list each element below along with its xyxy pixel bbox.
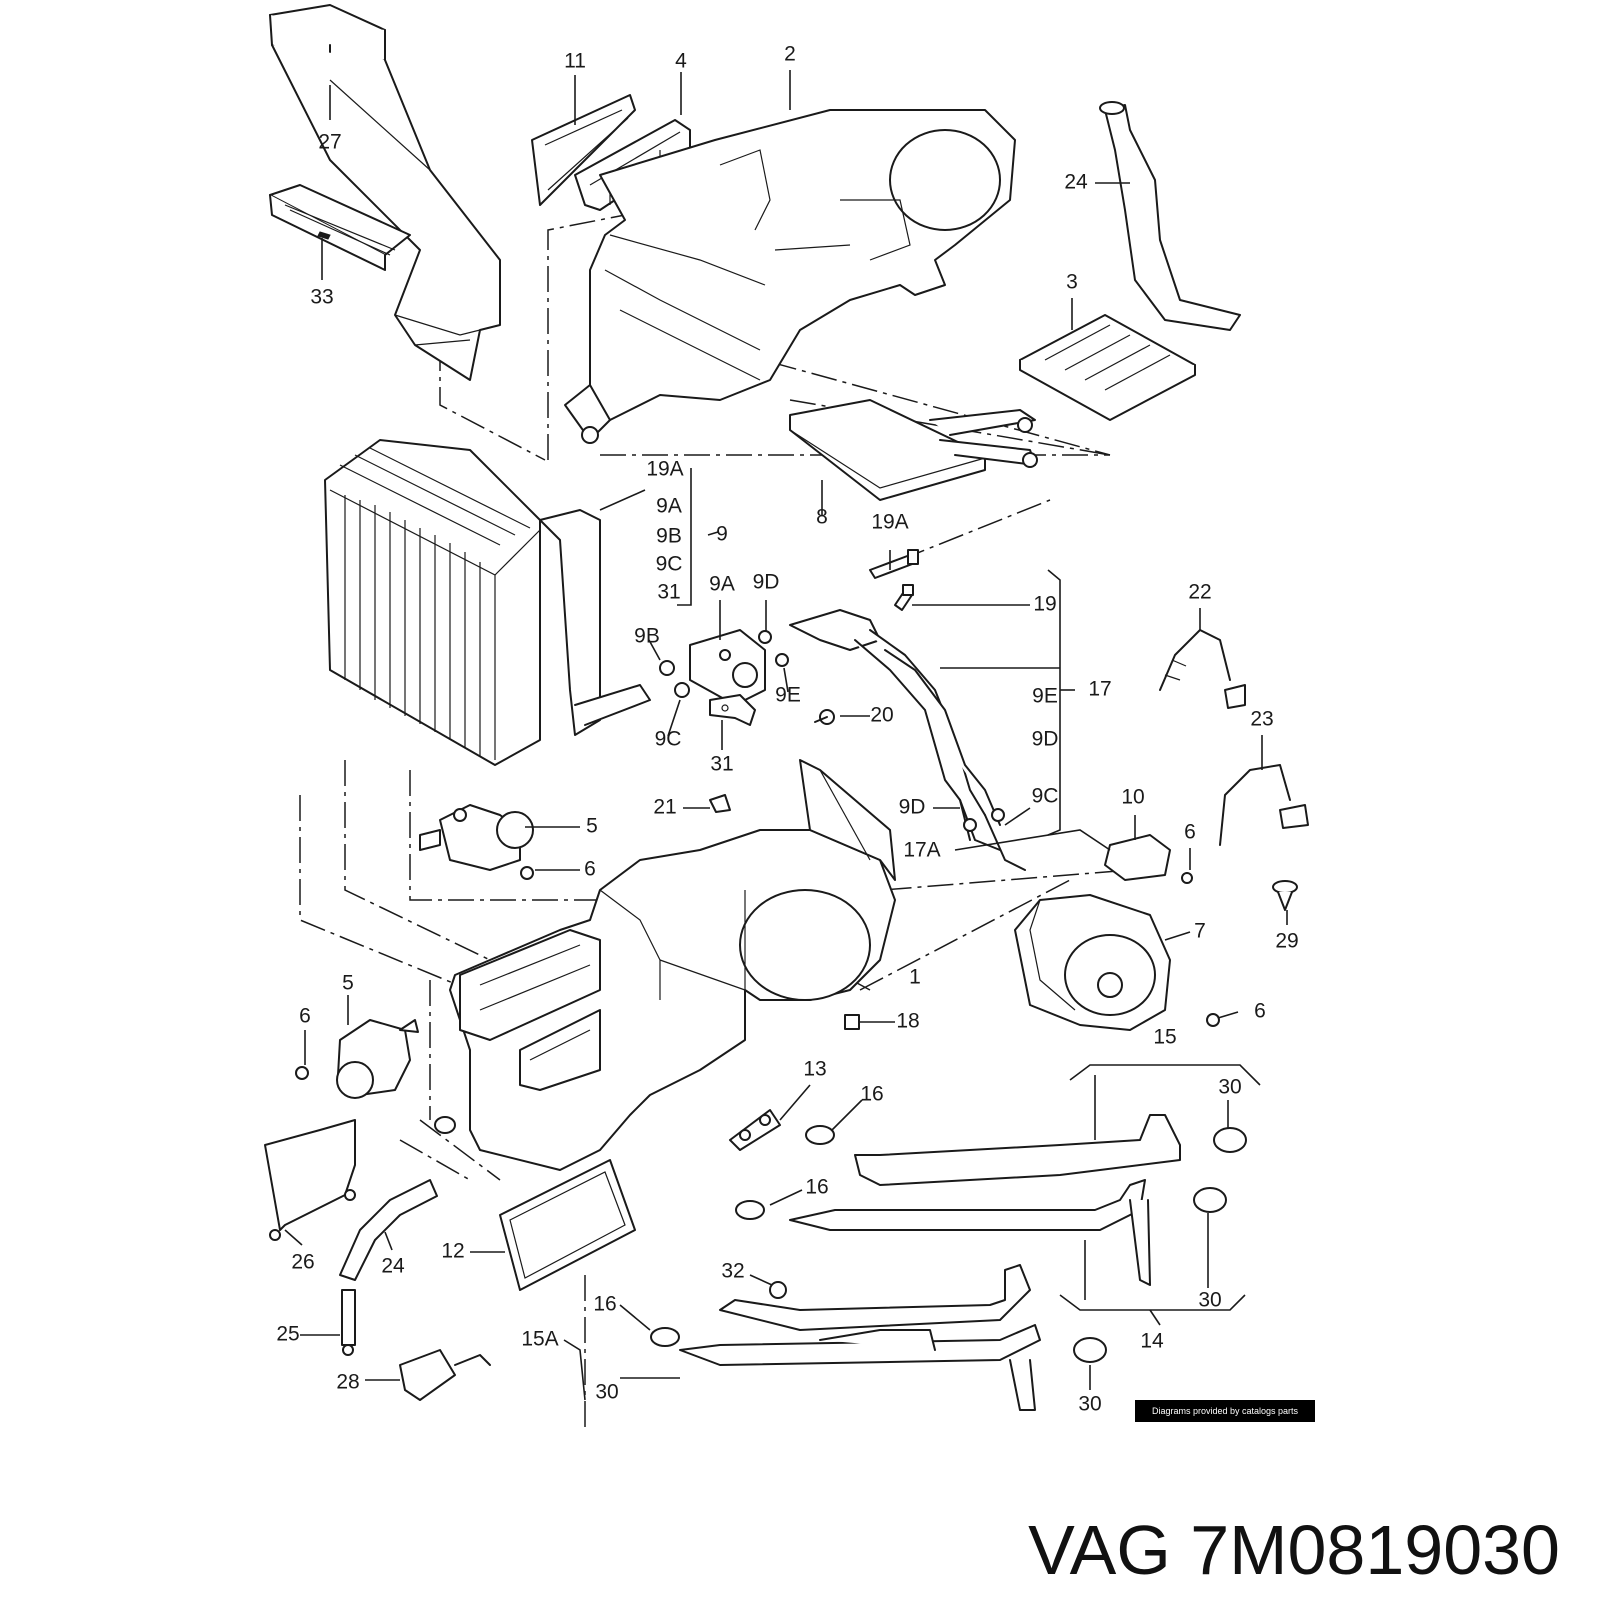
evaporator-fins bbox=[339, 447, 531, 756]
callout-9E: 9E bbox=[775, 684, 801, 707]
callout-9A-left: 9A bbox=[656, 495, 682, 518]
wiring-harness-b-part bbox=[1219, 764, 1309, 846]
callout-19A: 19A bbox=[871, 511, 908, 534]
callout-8: 8 bbox=[816, 506, 828, 529]
actuator-upper-part bbox=[419, 804, 534, 880]
top-drain-hose-part bbox=[1099, 101, 1241, 331]
callout-17: 17 bbox=[1088, 678, 1111, 701]
callout-27: 27 bbox=[318, 131, 341, 154]
clip-part bbox=[844, 1014, 860, 1030]
callout-9B: 9B bbox=[634, 625, 660, 648]
callout-10: 10 bbox=[1121, 786, 1144, 809]
wiring-harness-part bbox=[1159, 629, 1246, 709]
heater-core-part bbox=[1019, 314, 1196, 421]
callout-23: 23 bbox=[1250, 708, 1273, 731]
hose-clamps bbox=[650, 1125, 835, 1347]
air-duct-part bbox=[269, 4, 501, 381]
bracket-part bbox=[264, 1119, 356, 1241]
callout-1: 1 bbox=[909, 966, 921, 989]
callout-9D-right: 9D bbox=[1032, 728, 1059, 751]
vent-grille-part bbox=[269, 184, 411, 271]
gasket-part bbox=[729, 1109, 781, 1151]
callout-labels: 11 4 2 27 33 24 3 8 19A 9A 9B 9C 31 9 9A… bbox=[276, 43, 1298, 1416]
callout-30-bottom-left: 30 bbox=[595, 1381, 618, 1404]
callout-29: 29 bbox=[1275, 930, 1298, 953]
connector-part bbox=[399, 1349, 491, 1401]
callout-26: 26 bbox=[291, 1251, 314, 1274]
callout-24-top: 24 bbox=[1064, 171, 1088, 194]
upper-housing-part bbox=[564, 109, 1016, 444]
callout-9: 9 bbox=[716, 523, 728, 546]
callout-15: 15 bbox=[1153, 1026, 1176, 1049]
callout-5-upper: 5 bbox=[586, 815, 598, 838]
callout-25: 25 bbox=[276, 1323, 299, 1346]
callout-15A: 15A bbox=[521, 1328, 558, 1351]
expansion-valve-part bbox=[659, 629, 789, 726]
callout-28: 28 bbox=[336, 1371, 359, 1394]
callout-13: 13 bbox=[803, 1058, 826, 1081]
callout-6-lower: 6 bbox=[299, 1005, 311, 1028]
callout-9C: 9C bbox=[655, 728, 682, 751]
callout-12: 12 bbox=[441, 1240, 464, 1263]
grommet-part bbox=[1272, 880, 1298, 911]
blower-resistor-part bbox=[1104, 834, 1193, 884]
credit-badge: Diagrams provided by catalogs parts bbox=[1135, 1400, 1315, 1422]
callout-14: 14 bbox=[1140, 1330, 1164, 1353]
temperature-sensor-part bbox=[341, 1289, 356, 1356]
callout-30-right: 30 bbox=[1198, 1289, 1221, 1312]
callout-16-lower: 16 bbox=[593, 1293, 616, 1316]
callout-33: 33 bbox=[310, 286, 333, 309]
callout-3: 3 bbox=[1066, 271, 1078, 294]
callout-4: 4 bbox=[675, 50, 687, 73]
callout-30-upper: 30 bbox=[1218, 1076, 1241, 1099]
callout-18: 18 bbox=[896, 1010, 919, 1033]
heat-exchanger-part bbox=[789, 399, 1038, 501]
dust-filter-part bbox=[499, 1159, 636, 1291]
callout-22: 22 bbox=[1188, 581, 1211, 604]
refrigerant-pipe-part bbox=[789, 609, 1026, 871]
callout-6-resistor: 6 bbox=[1184, 821, 1196, 844]
callout-9D: 9D bbox=[753, 571, 780, 594]
callout-32: 32 bbox=[721, 1260, 744, 1283]
callout-2: 2 bbox=[784, 43, 796, 66]
callout-24-lower: 24 bbox=[381, 1255, 405, 1278]
coolant-hoses-part bbox=[679, 1114, 1181, 1411]
credit-text: Diagrams provided by catalogs parts bbox=[1151, 1406, 1299, 1416]
callout-11: 11 bbox=[564, 50, 586, 73]
callout-9A: 9A bbox=[709, 573, 735, 596]
callout-6-upper: 6 bbox=[584, 858, 596, 881]
callout-7: 7 bbox=[1194, 920, 1206, 943]
callout-19: 19 bbox=[1033, 593, 1056, 616]
drain-hose-part bbox=[339, 1116, 456, 1281]
blower-motor-part bbox=[1014, 894, 1220, 1031]
callout-20: 20 bbox=[870, 704, 893, 727]
filter-element-part bbox=[531, 94, 636, 206]
callout-31-left: 31 bbox=[657, 581, 680, 604]
callout-6-motor: 6 bbox=[1254, 1000, 1266, 1023]
callout-21: 21 bbox=[653, 796, 676, 819]
callout-9E-right: 9E bbox=[1032, 685, 1058, 708]
callout-9B-left: 9B bbox=[656, 525, 682, 548]
callout-9D-lower: 9D bbox=[899, 796, 926, 819]
callout-16-mid: 16 bbox=[805, 1176, 828, 1199]
callout-16-upper: 16 bbox=[860, 1083, 883, 1106]
bolt-parts bbox=[869, 549, 919, 611]
leader-lines bbox=[284, 70, 1288, 1401]
actuator-lower-part bbox=[295, 1019, 419, 1099]
callout-9C-lower: 9C bbox=[1032, 785, 1059, 808]
callout-19A-left: 19A bbox=[646, 458, 683, 481]
callout-17A: 17A bbox=[903, 839, 940, 862]
callout-5-lower: 5 bbox=[342, 972, 354, 995]
small-fasteners bbox=[709, 709, 835, 813]
callout-30-bottom: 30 bbox=[1078, 1393, 1101, 1416]
part-number-title: VAG 7M0819030 bbox=[1028, 1511, 1560, 1589]
hose-caps bbox=[1073, 1127, 1247, 1363]
callout-31: 31 bbox=[710, 753, 733, 776]
evaporator-part bbox=[324, 439, 651, 766]
main-housing-part bbox=[449, 759, 896, 1171]
callout-9C-left: 9C bbox=[656, 553, 683, 576]
